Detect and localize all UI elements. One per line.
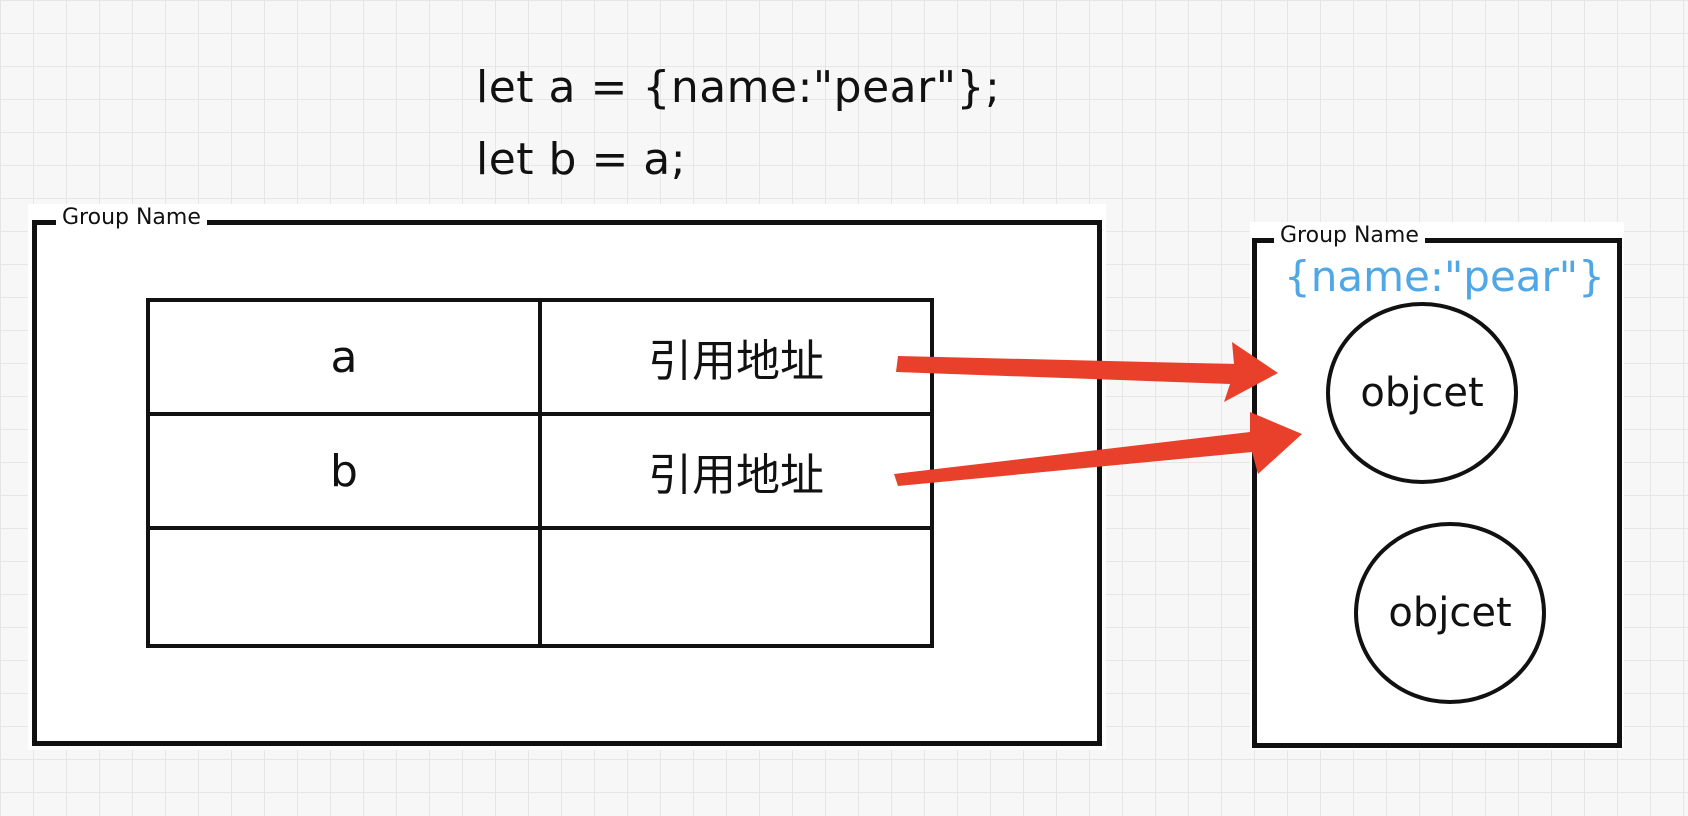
heap-object-label: objcet bbox=[1360, 370, 1484, 416]
code-line-2: let b = a; bbox=[476, 134, 687, 185]
heap-object-circle: objcet bbox=[1326, 302, 1518, 484]
reference-cell bbox=[538, 526, 934, 648]
variable-table: a 引用地址 b 引用地址 bbox=[146, 298, 934, 648]
reference-cell: 引用地址 bbox=[538, 412, 934, 530]
heap-group-border bbox=[1252, 238, 1622, 748]
heap-group-label: Group Name bbox=[1274, 222, 1425, 250]
stack-group-label: Group Name bbox=[56, 204, 207, 232]
variable-name-cell: b bbox=[146, 412, 542, 530]
table-row: b 引用地址 bbox=[146, 412, 934, 530]
table-row bbox=[146, 526, 934, 648]
table-row: a 引用地址 bbox=[146, 298, 934, 416]
object-literal-label: {name:"pear"} bbox=[1284, 252, 1605, 301]
reference-cell: 引用地址 bbox=[538, 298, 934, 416]
heap-object-label: objcet bbox=[1388, 590, 1512, 636]
code-line-1: let a = {name:"pear"}; bbox=[476, 62, 1001, 113]
heap-object-circle: objcet bbox=[1354, 522, 1546, 704]
variable-name-cell: a bbox=[146, 298, 542, 416]
variable-name-cell bbox=[146, 526, 542, 648]
